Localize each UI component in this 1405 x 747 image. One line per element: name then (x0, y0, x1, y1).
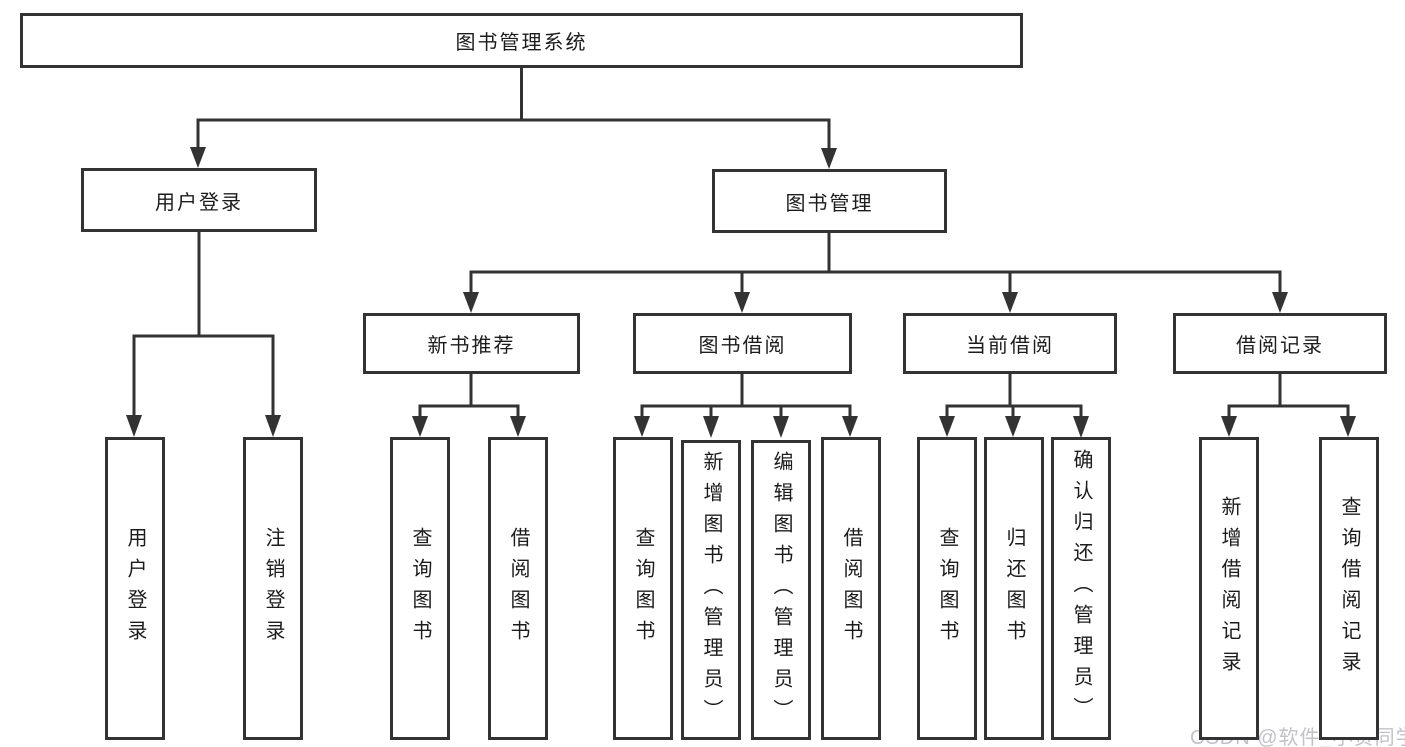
arrowheads (126, 147, 1356, 438)
node-new-book-recommend: 新书推荐 (363, 313, 580, 374)
node-book-borrow: 图书借阅 (633, 313, 852, 374)
leaf-add-borrow-record: 新增借阅记录 (1199, 437, 1259, 740)
node-borrow-records: 借阅记录 (1173, 313, 1387, 374)
leaf-query-books-newbook: 查询图书 (390, 437, 450, 740)
leaf-logout: 注销登录 (243, 437, 303, 740)
leaf-borrow-books-newbook: 借阅图书 (488, 437, 548, 740)
leaf-add-books-admin: 新增图书（管理员） (681, 440, 741, 740)
node-root: 图书管理系统 (20, 13, 1023, 68)
leaf-query-books-current: 查询图书 (917, 437, 977, 740)
node-book-management: 图书管理 (712, 169, 947, 233)
leaf-user-login: 用户登录 (105, 437, 165, 740)
leaf-query-books-borrow: 查询图书 (613, 437, 673, 740)
leaf-confirm-return-admin: 确认归还（管理员） (1051, 437, 1111, 740)
leaf-query-borrow-record: 查询借阅记录 (1319, 437, 1379, 740)
node-current-borrow: 当前借阅 (903, 313, 1117, 374)
leaf-return-books: 归还图书 (984, 437, 1044, 740)
leaf-borrow-books: 借阅图书 (821, 437, 881, 740)
node-user-login: 用户登录 (81, 168, 317, 232)
leaf-edit-books-admin: 编辑图书（管理员） (751, 440, 811, 740)
